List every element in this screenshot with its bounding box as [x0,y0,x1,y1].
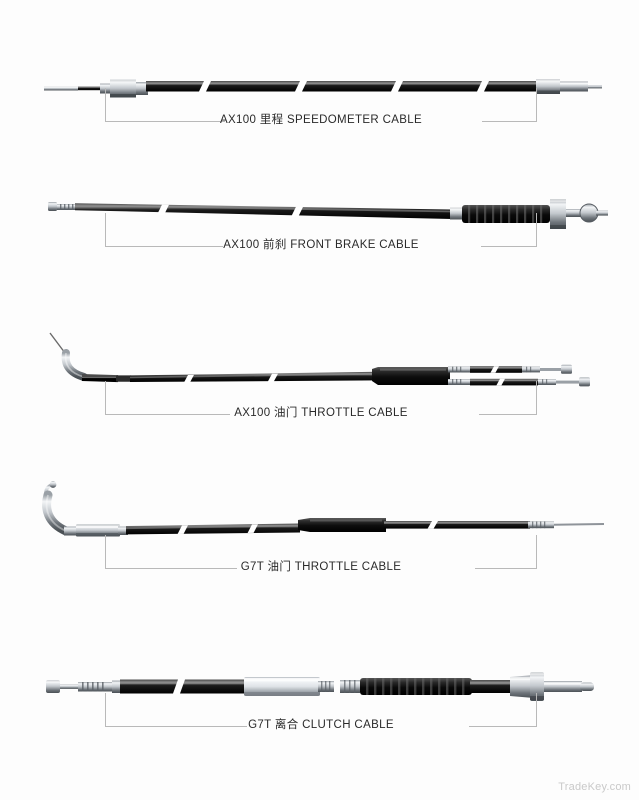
steel-bracket-fitting [510,672,594,701]
y-splitter-housing [372,367,450,385]
barrel-nipple-end-left [48,202,77,211]
bracket-tick-right [536,213,537,247]
bracket-rail-left [105,414,230,415]
inline-collar [116,375,132,382]
black-outer-casing [75,203,452,219]
thin-pin-tip [44,86,78,91]
black-outer-casing [126,523,300,535]
ribbed-rubber-boot [360,678,472,695]
bracket-rail-left [105,568,237,569]
bracket-rail-right [475,568,537,569]
cylindrical-end-fitting [560,81,602,92]
ribbed-rubber-boot [462,205,550,223]
bracket-tick-right [536,535,537,569]
casing-highlight-marks [199,81,489,92]
dimension-bracket-g7t-clutch: G7T 离合 CLUTCH CABLE [105,693,537,741]
product-caption: G7T 离合 CLUTCH CABLE [248,719,394,731]
threaded-end-fitting [528,521,554,529]
chrome-inline-adjuster [244,677,334,696]
bracket-rail-left [105,726,247,727]
bracket-tick-left [105,213,106,247]
exposed-inner-wire-end [553,523,605,526]
ferrule-before-boot [340,680,360,693]
bracket-tick-left [105,535,106,569]
bracket-rail-right [481,246,537,247]
casing-highlight-marks [177,524,258,534]
threaded-adjuster-left [78,680,122,693]
dimension-bracket-ax100-throttle: AX100 油门 THROTTLE CABLE [105,381,537,429]
product-caption: G7T 油门 THROTTLE CABLE [240,561,402,573]
product-caption: AX100 油门 THROTTLE CABLE [234,407,408,419]
ferrule-before-boot [450,207,462,220]
watermark-tradekey: TradeKey.com [558,781,631,793]
bracket-tick-right [536,381,537,415]
cable-neck [78,86,100,91]
bracket-rail-right [469,726,537,727]
bracket-rail-left [105,246,223,247]
splitter-branch-lower [448,377,590,387]
bracket-tick-left [105,88,106,122]
barrel-nipple-end-left [46,680,78,693]
curved-elbow-fitting [42,490,71,536]
bracket-rail-right [479,414,537,415]
cable-illustration-g7t-throttle [0,475,639,555]
dimension-bracket-g7t-throttle: G7T 油门 THROTTLE CABLE [105,535,537,583]
curved-elbow-fitting [61,349,88,381]
bracket-tick-right [536,88,537,122]
casing-highlight-marks [157,204,303,218]
hex-nut-fitting-right [536,79,560,94]
bracket-rail-left [105,121,225,122]
steel-bracket [550,199,566,229]
bracket-rail-right [482,121,537,122]
adjuster-nut [566,203,608,223]
black-outer-casing-right [470,680,512,693]
bracket-tick-left [105,381,106,415]
black-outer-casing-right [384,521,530,529]
cable-illustration-front-brake [0,175,639,245]
product-caption: AX100 里程 SPEEDOMETER CABLE [219,114,423,126]
chrome-adjuster-barrel [64,524,128,537]
dimension-bracket-front-brake: AX100 前刹 FRONT BRAKE CABLE [105,213,537,261]
product-caption: AX100 前刹 FRONT BRAKE CABLE [223,239,419,251]
black-outer-casing-left [120,679,246,694]
inline-black-housing [298,518,386,532]
cable-illustration-ax100-throttle [0,325,639,405]
casing-highlight-marks [183,373,278,384]
cable-illustration-g7t-clutch [0,655,639,725]
cable-neck [81,374,119,383]
bracket-tick-right [536,693,537,727]
bracket-tick-left [105,693,106,727]
splitter-branch-upper [448,364,572,374]
dimension-bracket-speedometer: AX100 里程 SPEEDOMETER CABLE [105,88,537,136]
black-outer-casing [146,81,536,92]
